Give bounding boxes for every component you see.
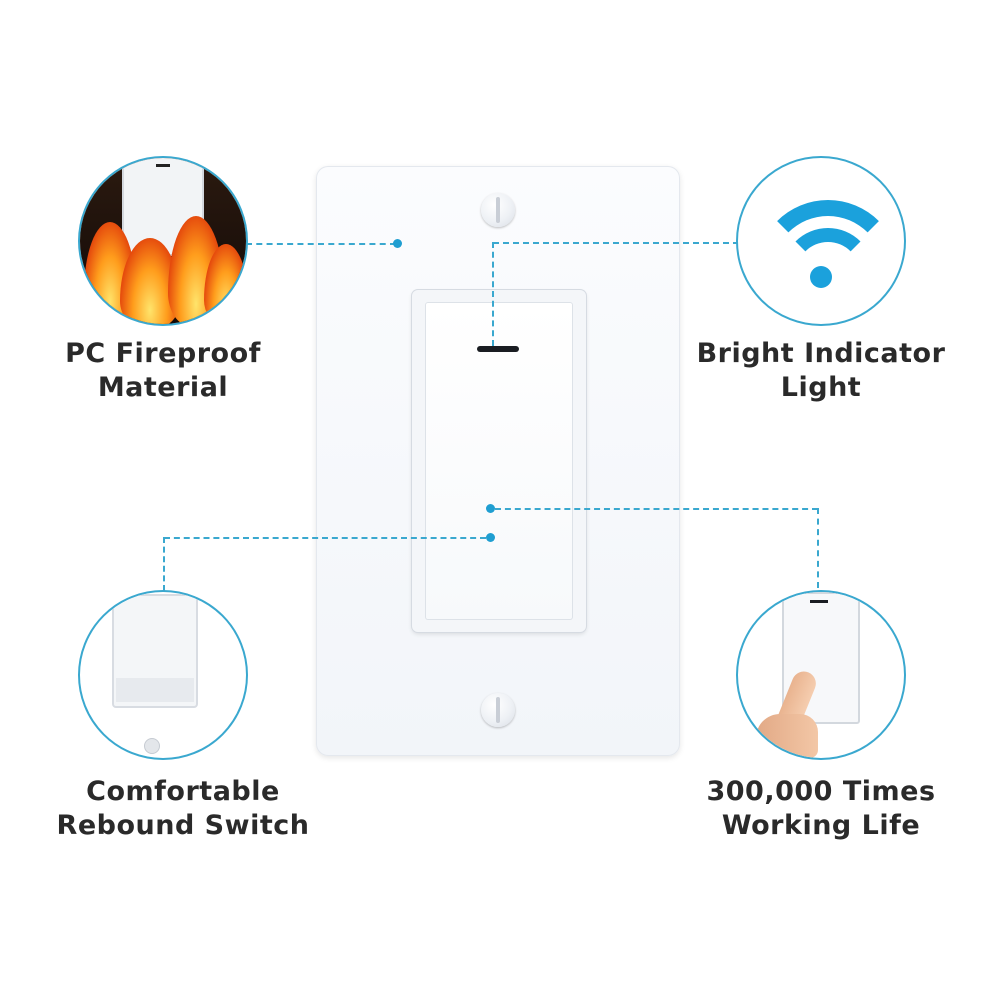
lifetime-led-icon — [810, 600, 828, 603]
bottom-screw-icon — [481, 693, 515, 727]
rebound-image — [78, 590, 248, 760]
wifi-dot-icon — [810, 266, 832, 288]
feature-label-indicator: Bright Indicator Light — [676, 337, 966, 405]
mini-led-icon — [156, 164, 170, 167]
callout-dot-fireproof — [393, 239, 402, 248]
indicator-image — [736, 156, 906, 326]
label-line-1: 300,000 Times — [706, 776, 936, 807]
indicator-light — [477, 346, 519, 352]
hand-icon — [756, 714, 818, 758]
callout-line-indicator-vertical — [492, 242, 494, 346]
callout-dot-lifetime — [486, 504, 495, 513]
label-line-2: Material — [97, 372, 229, 403]
callout-line-rebound — [164, 537, 486, 539]
callout-line-rebound-vertical — [163, 537, 165, 591]
feature-label-rebound: Comfortable Rebound Switch — [20, 775, 346, 843]
callout-line-indicator — [493, 242, 739, 244]
flame-shape — [204, 244, 246, 324]
label-line-1: Bright Indicator — [696, 338, 946, 369]
label-line-2: Rebound Switch — [56, 810, 310, 841]
switch-shadow — [116, 678, 194, 702]
callout-line-lifetime — [495, 508, 818, 510]
fireproof-image — [78, 156, 248, 326]
feature-label-lifetime: 300,000 Times Working Life — [676, 775, 966, 843]
rocker-switch — [425, 302, 573, 620]
feature-label-fireproof: PC Fireproof Material — [20, 337, 306, 405]
label-line-2: Light — [780, 372, 862, 403]
mini-screw-icon — [144, 738, 160, 754]
callout-line-fireproof — [246, 243, 396, 245]
lifetime-image — [736, 590, 906, 760]
top-screw-icon — [481, 193, 515, 227]
callout-line-lifetime-vertical — [817, 508, 819, 588]
label-line-1: Comfortable — [86, 776, 280, 807]
label-line-2: Working Life — [721, 810, 921, 841]
callout-dot-rebound — [486, 533, 495, 542]
label-line-1: PC Fireproof — [65, 338, 261, 369]
